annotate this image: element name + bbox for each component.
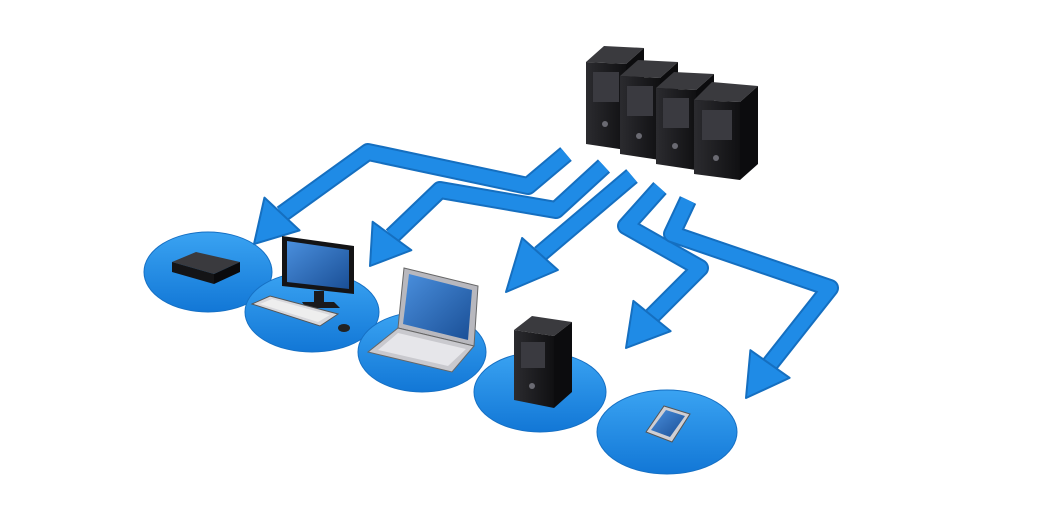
desktop-monitor-icon (282, 236, 354, 308)
laptop-icon (366, 267, 479, 373)
arrow-head (625, 299, 672, 349)
set-top-box-icon (172, 252, 240, 284)
server-unit (694, 82, 758, 180)
arrows (253, 143, 839, 399)
arrow-head (253, 196, 301, 245)
tower-pc-icon (514, 316, 572, 408)
arrow-head (369, 220, 413, 267)
arrow-shaft (277, 145, 571, 220)
arrow-shaft (535, 170, 637, 260)
arrow-shaft (665, 197, 837, 369)
arrow-shaft (619, 183, 707, 321)
keyboard-icon (250, 295, 350, 332)
mouse-icon (338, 324, 350, 332)
tablet-icon (645, 405, 691, 443)
arrow-head (505, 236, 559, 293)
arrow-head (745, 349, 791, 399)
arrow-shaft (387, 160, 609, 242)
server-rack-icon (586, 46, 758, 180)
